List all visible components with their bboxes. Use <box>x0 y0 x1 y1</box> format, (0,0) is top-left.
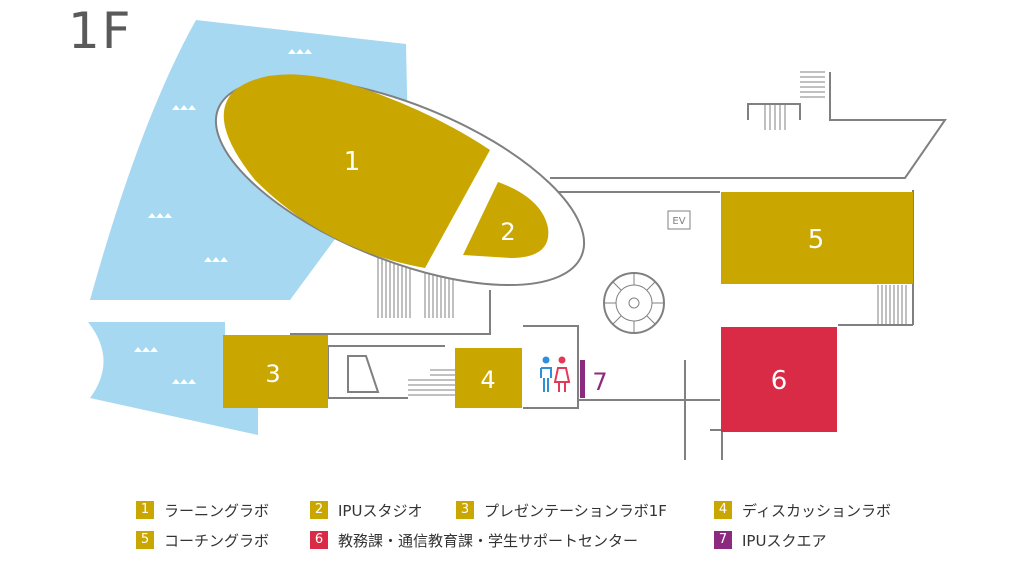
room-5-label: 5 <box>808 225 825 255</box>
room-7-label: 7 <box>592 368 607 396</box>
legend-swatch-4: 4 <box>714 501 732 519</box>
stairs <box>377 71 907 396</box>
legend-item-4: 4 ディスカッションラボ <box>714 500 891 520</box>
legend-label-3: プレゼンテーションラボ1F <box>484 501 667 520</box>
wave-marks <box>134 49 312 384</box>
legend-swatch-6: 6 <box>310 531 328 549</box>
room-6-label: 6 <box>771 366 788 396</box>
restroom-icon <box>540 356 571 392</box>
room-5[interactable]: 5 <box>721 192 913 284</box>
legend-item-2: 2 IPUスタジオ <box>310 500 422 520</box>
spiral-staircase <box>603 272 665 334</box>
walls <box>290 72 947 460</box>
room-4-label: 4 <box>480 366 495 394</box>
floor-label: 1F <box>68 2 133 60</box>
pond-lower <box>88 322 258 435</box>
room-2-label: 2 <box>500 218 515 246</box>
legend: 1 ラーニングラボ 2 IPUスタジオ 3 プレゼンテーションラボ1F 4 ディ… <box>136 500 1016 556</box>
legend-swatch-7: 7 <box>714 531 732 549</box>
legend-label-7: IPUスクエア <box>742 531 827 550</box>
room-2[interactable]: 2 <box>463 182 549 258</box>
legend-item-6: 6 教務課・通信教育課・学生サポートセンター <box>310 530 638 550</box>
legend-label-5: コーチングラボ <box>164 531 270 550</box>
room-3[interactable]: 3 <box>223 335 328 408</box>
room-4[interactable]: 4 <box>455 348 522 408</box>
elevator-label: EV <box>672 216 685 227</box>
legend-swatch-2: 2 <box>310 501 328 519</box>
room-6[interactable]: 6 <box>721 327 837 432</box>
legend-item-7: 7 IPUスクエア <box>714 530 826 550</box>
room-3-label: 3 <box>265 360 280 388</box>
room-1-label: 1 <box>344 147 361 177</box>
legend-item-1: 1 ラーニングラボ <box>136 500 269 520</box>
room-2-shape <box>463 182 549 258</box>
legend-item-3: 3 プレゼンテーションラボ1F <box>456 500 667 520</box>
room-1-shape <box>223 74 490 268</box>
legend-item-5: 5 コーチングラボ <box>136 530 269 550</box>
legend-label-2: IPUスタジオ <box>338 501 423 520</box>
legend-label-4: ディスカッションラボ <box>742 501 891 520</box>
legend-label-1: ラーニングラボ <box>164 501 270 520</box>
elevator-box <box>667 210 691 230</box>
legend-label-6: 教務課・通信教育課・学生サポートセンター <box>338 531 639 550</box>
legend-swatch-3: 3 <box>456 501 474 519</box>
legend-swatch-5: 5 <box>136 531 154 549</box>
legend-swatch-1: 1 <box>136 501 154 519</box>
room-7[interactable]: 7 <box>580 360 608 398</box>
